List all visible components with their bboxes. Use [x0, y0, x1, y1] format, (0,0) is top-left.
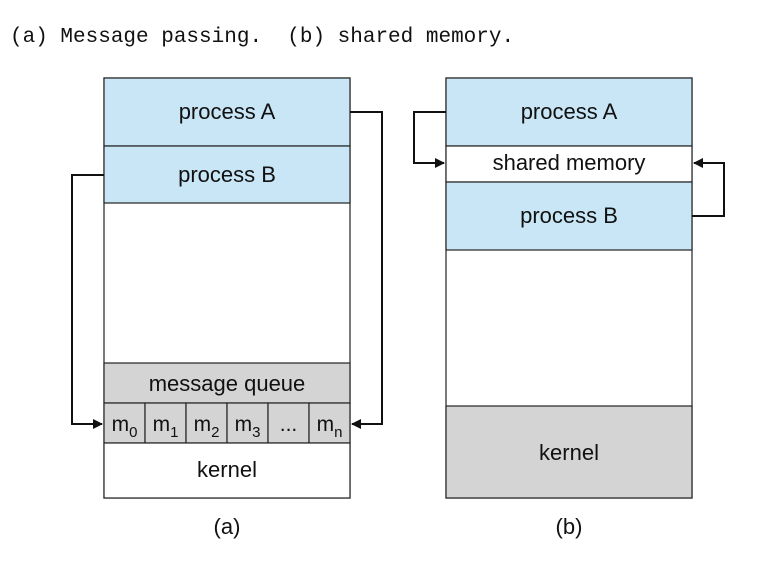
b-process-a-label: process A — [521, 99, 618, 124]
a-queue-cell — [308, 402, 351, 444]
diagram-b-label: (b) — [556, 514, 583, 539]
diagram-a-label: (a) — [214, 514, 241, 539]
b-process-b-label: process B — [520, 203, 618, 228]
b-shared-memory-label: shared memory — [493, 150, 646, 175]
a-kernel-box — [103, 442, 351, 499]
a-arrow-process-a-to-queue — [350, 111, 383, 429]
a-process-a-label: process A — [179, 99, 276, 124]
a-process-b-box — [103, 145, 351, 204]
a-queue-cell-label: m0 — [112, 413, 138, 441]
diagram-b: process A shared memory process B kernel… — [413, 77, 725, 539]
b-kernel-box — [445, 405, 693, 499]
b-arrow-process-b-to-shared-memory — [692, 158, 725, 217]
a-message-queue-label: message queue — [149, 371, 306, 396]
a-kernel-label: kernel — [197, 457, 257, 482]
a-queue-cell-label: m2 — [194, 413, 220, 441]
a-queue-cell-label: mn — [317, 413, 343, 441]
a-queue-cell-label: m1 — [153, 413, 179, 441]
b-shared-memory-box — [445, 145, 693, 183]
a-queue-cell — [144, 402, 187, 444]
a-queue-cell-label: ... — [280, 413, 298, 436]
diagram-a: process A process B message queue m0 m1 m2… — [71, 77, 383, 539]
a-process-a-box — [103, 77, 351, 147]
b-process-a-box — [445, 77, 693, 147]
a-arrow-process-b-to-queue — [71, 174, 104, 429]
b-process-b-box — [445, 181, 693, 251]
a-message-queue-box — [103, 362, 351, 404]
a-queue-cell-label: m3 — [235, 413, 261, 441]
figure-caption: (a) Message passing. (b) shared memory. — [10, 26, 514, 49]
b-arrow-process-a-to-shared-memory — [413, 111, 446, 168]
a-queue-cells: m0 m1 m2 m3... mn — [103, 402, 351, 444]
b-kernel-label: kernel — [539, 440, 599, 465]
a-queue-cell — [226, 402, 269, 444]
a-process-b-label: process B — [178, 162, 276, 187]
